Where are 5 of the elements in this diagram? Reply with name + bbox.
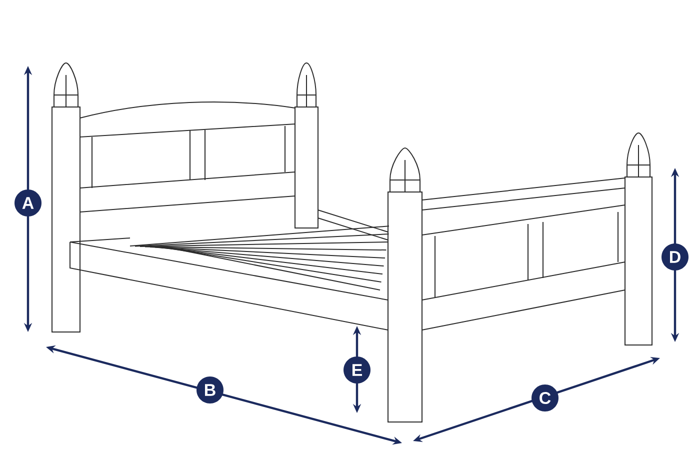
callout-letter: A: [14, 190, 42, 216]
callout-letter: B: [196, 376, 224, 404]
callout-letter: D: [662, 244, 688, 270]
callout-letter: E: [344, 356, 370, 384]
callout-letter: C: [532, 384, 558, 412]
